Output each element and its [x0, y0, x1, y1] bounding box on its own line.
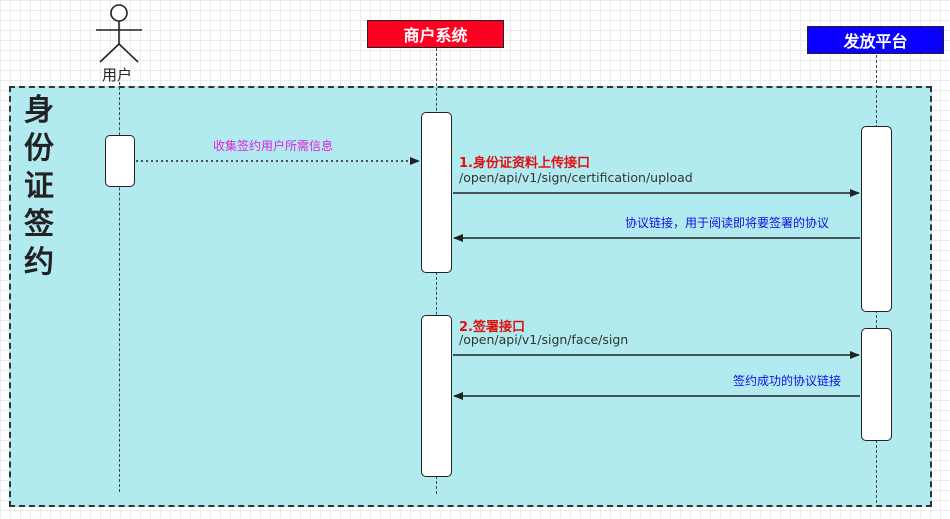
merchant-header: 商户系统 — [367, 20, 504, 48]
signing-frame — [9, 86, 932, 507]
step1-title: 1.身份证资料上传接口 — [459, 156, 590, 171]
platform-activation-1 — [861, 126, 892, 312]
user-lifeline — [119, 82, 120, 492]
user-activation — [105, 135, 135, 187]
step1-path: /open/api/v1/sign/certification/upload — [459, 170, 693, 185]
step2-title: 2.签署接口 — [459, 320, 525, 335]
step2-path: /open/api/v1/sign/face/sign — [459, 332, 629, 347]
merchant-activation-2 — [421, 315, 452, 477]
platform-header: 发放平台 — [807, 26, 944, 54]
step1-return-label: 协议链接，用于阅读即将要签署的协议 — [625, 216, 830, 230]
collect-message-label: 收集签约用户所需信息 — [213, 139, 334, 153]
step2-return-label: 签约成功的协议链接 — [733, 374, 842, 388]
platform-activation-2 — [861, 328, 892, 441]
frame-title: 身份证签约 — [24, 93, 54, 280]
user-actor-icon — [96, 4, 142, 63]
merchant-activation-1 — [421, 112, 452, 273]
user-actor-label: 用户 — [102, 66, 133, 84]
